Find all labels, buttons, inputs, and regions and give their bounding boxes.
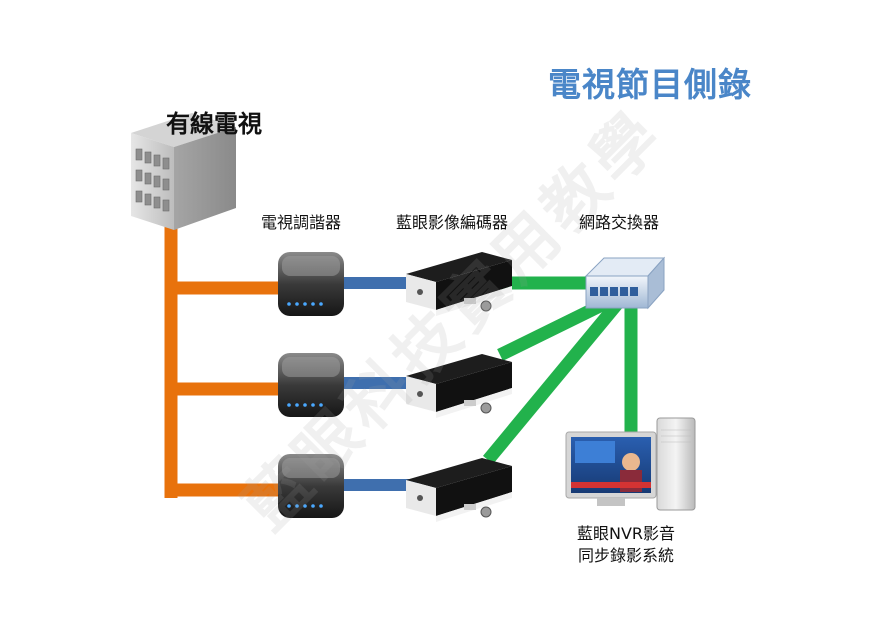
cable-lines [164, 222, 285, 498]
nvr-label-line1: 藍眼NVR影音 [577, 524, 676, 543]
building-icon [131, 113, 236, 230]
coax-links [338, 277, 418, 491]
network-links [482, 276, 638, 465]
tuner-label: 電視調諧器 [261, 213, 342, 232]
encoder-device [406, 354, 512, 418]
encoder-label: 藍眼影像編碼器 [396, 213, 509, 232]
network-switch [584, 256, 666, 310]
tuner-device [278, 252, 344, 316]
encoder-device [406, 458, 512, 522]
nvr-label: 藍眼NVR影音 同步錄影系統 [577, 523, 675, 567]
nvr-label-line2: 同步錄影系統 [578, 546, 675, 565]
tuner-device [278, 454, 344, 518]
encoder-device [406, 252, 512, 316]
page-title: 電視節目側錄 [548, 65, 752, 104]
nvr-workstation [565, 417, 696, 511]
tuner-device [278, 353, 344, 417]
cable-tv-label: 有線電視 [166, 110, 262, 138]
switch-label: 網路交換器 [579, 213, 660, 232]
